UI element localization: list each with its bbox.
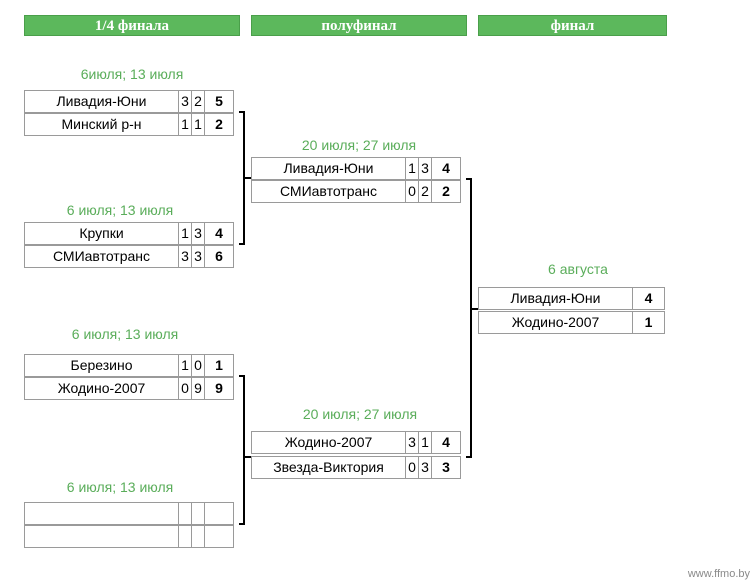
team-name: Ливадия-Юни <box>251 157 406 180</box>
qf2-team2-row: СМИавтотранс 3 3 6 <box>24 245 234 268</box>
connector-qf34-vertical <box>243 375 245 525</box>
qf3-date: 6 июля; 13 июля <box>71 326 179 342</box>
team-name: Ливадия-Юни <box>24 90 179 113</box>
total-score: 2 <box>204 113 234 136</box>
team-name: Крупки <box>24 222 179 245</box>
team-name: Минский р-н <box>24 113 179 136</box>
qf1-team1-row: Ливадия-Юни 3 2 5 <box>24 90 234 113</box>
connector-sf2-in <box>243 456 251 458</box>
qf4-date: 6 июля; 13 июля <box>66 479 174 495</box>
game1-score: 1 <box>405 157 419 180</box>
total-score: 2 <box>431 180 461 203</box>
game2-score: 3 <box>418 456 432 479</box>
game1-score: 1 <box>178 222 192 245</box>
connector-sf-vertical <box>470 178 472 458</box>
qf2-team1-row: Крупки 1 3 4 <box>24 222 234 245</box>
sf2-team2-row: Звезда-Виктория 0 3 3 <box>251 456 461 479</box>
qf4-team1-row <box>24 502 234 525</box>
connector-final-in <box>470 308 478 310</box>
game2-score <box>191 525 205 548</box>
team-name <box>24 525 179 548</box>
team-name: Березино <box>24 354 179 377</box>
game2-score: 3 <box>418 157 432 180</box>
total-score: 4 <box>204 222 234 245</box>
connector-sf1-out <box>466 178 472 180</box>
qf2-date: 6 июля; 13 июля <box>66 202 174 218</box>
game1-score: 3 <box>405 431 419 454</box>
connector-qf2-out <box>239 243 245 245</box>
header-quarterfinals: 1/4 финала <box>24 15 240 36</box>
game2-score <box>191 502 205 525</box>
total-score: 6 <box>204 245 234 268</box>
final-team2-row: Жодино-2007 1 <box>478 311 665 334</box>
qf4-team2-row <box>24 525 234 548</box>
sf2-team1-row: Жодино-2007 3 1 4 <box>251 431 461 454</box>
game2-score: 9 <box>191 377 205 400</box>
game2-score: 1 <box>418 431 432 454</box>
game1-score: 1 <box>178 354 192 377</box>
total-score: 9 <box>204 377 234 400</box>
connector-qf4-out <box>239 523 245 525</box>
qf3-team2-row: Жодино-2007 0 9 9 <box>24 377 234 400</box>
connector-qf1-out <box>239 111 245 113</box>
connector-sf2-out <box>466 456 472 458</box>
game2-score: 3 <box>191 222 205 245</box>
game1-score: 0 <box>405 456 419 479</box>
game1-score: 0 <box>178 377 192 400</box>
game2-score: 0 <box>191 354 205 377</box>
game1-score: 1 <box>178 113 192 136</box>
total-score: 4 <box>431 157 461 180</box>
qf1-date: 6июля; 13 июля <box>80 66 184 82</box>
header-semifinals: полуфинал <box>251 15 467 36</box>
team-name: Жодино-2007 <box>478 311 633 334</box>
final-date: 6 августа <box>548 261 608 277</box>
team-name: Жодино-2007 <box>251 431 406 454</box>
qf1-team2-row: Минский р-н 1 1 2 <box>24 113 234 136</box>
game2-score: 2 <box>418 180 432 203</box>
total-score <box>204 502 234 525</box>
header-final: финал <box>478 15 667 36</box>
total-score: 1 <box>632 311 665 334</box>
total-score: 3 <box>431 456 461 479</box>
game1-score: 0 <box>405 180 419 203</box>
sf1-date: 20 июля; 27 июля <box>301 137 417 153</box>
team-name: Жодино-2007 <box>24 377 179 400</box>
sf1-team1-row: Ливадия-Юни 1 3 4 <box>251 157 461 180</box>
connector-sf1-in <box>243 177 251 179</box>
total-score: 4 <box>431 431 461 454</box>
game1-score <box>178 525 192 548</box>
final-team1-row: Ливадия-Юни 4 <box>478 287 665 310</box>
game1-score <box>178 502 192 525</box>
team-name: СМИавтотранс <box>251 180 406 203</box>
qf3-team1-row: Березино 1 0 1 <box>24 354 234 377</box>
team-name <box>24 502 179 525</box>
game1-score: 3 <box>178 245 192 268</box>
game2-score: 3 <box>191 245 205 268</box>
total-score: 4 <box>632 287 665 310</box>
team-name: СМИавтотранс <box>24 245 179 268</box>
team-name: Звезда-Виктория <box>251 456 406 479</box>
connector-qf3-out <box>239 375 245 377</box>
watermark: www.ffmo.by <box>687 568 750 580</box>
game2-score: 2 <box>191 90 205 113</box>
total-score <box>204 525 234 548</box>
team-name: Ливадия-Юни <box>478 287 633 310</box>
total-score: 1 <box>204 354 234 377</box>
sf2-date: 20 июля; 27 июля <box>302 406 418 422</box>
game1-score: 3 <box>178 90 192 113</box>
total-score: 5 <box>204 90 234 113</box>
sf1-team2-row: СМИавтотранс 0 2 2 <box>251 180 461 203</box>
game2-score: 1 <box>191 113 205 136</box>
